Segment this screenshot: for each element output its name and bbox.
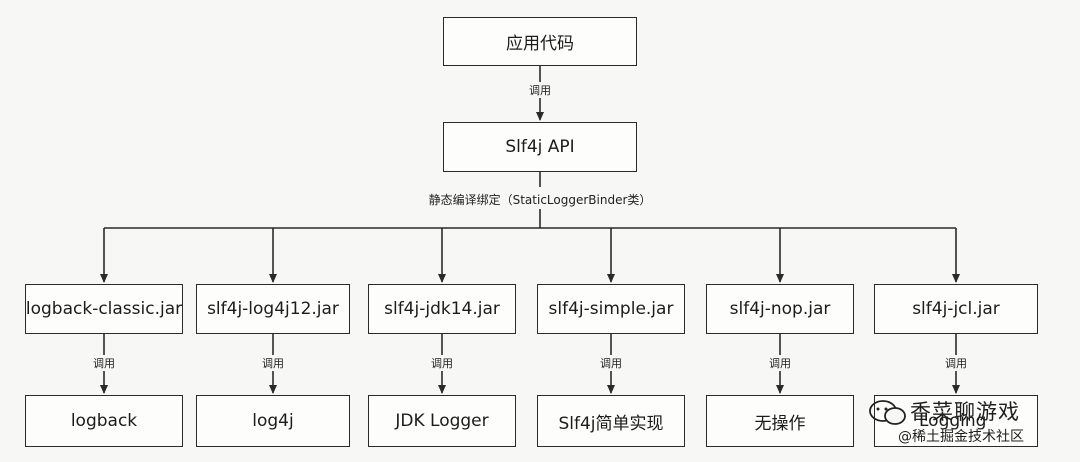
adapter-box-logback-classic: logback-classic.jar — [25, 284, 183, 334]
adapter-box-slf4j-jdk14: slf4j-jdk14.jar — [368, 284, 516, 334]
app-code-box: 应用代码 — [443, 17, 637, 66]
watermark-subtitle: @稀土掘金技术社区 — [898, 429, 1024, 445]
impl-box-nop: 无操作 — [706, 395, 854, 447]
call-label-5: 调用 — [769, 355, 791, 371]
impl-box-log4j: log4j — [196, 395, 350, 447]
call-label-1: 调用 — [93, 355, 115, 371]
watermark: 香菜聊游戏 @稀土掘金技术社区 — [868, 396, 1080, 458]
impl-box-slf4j-simple: Slf4j简单实现 — [537, 395, 685, 447]
call-label-top: 调用 — [529, 82, 551, 98]
adapter-box-slf4j-log4j12: slf4j-log4j12.jar — [196, 284, 350, 334]
impl-box-jdk-logger: JDK Logger — [368, 395, 516, 447]
slf4j-api-box: Slf4j API — [443, 122, 637, 172]
adapter-box-slf4j-simple: slf4j-simple.jar — [537, 284, 685, 334]
call-label-6: 调用 — [945, 355, 967, 371]
watermark-title: 香菜聊游戏 — [910, 400, 1020, 424]
call-label-2: 调用 — [262, 355, 284, 371]
impl-box-logback: logback — [25, 395, 183, 447]
static-binding-label: 静态编译绑定（StaticLoggerBinder类） — [428, 193, 652, 207]
call-label-4: 调用 — [600, 355, 622, 371]
chat-bubble-icon — [869, 400, 906, 425]
call-label-3: 调用 — [431, 355, 453, 371]
adapter-box-slf4j-nop: slf4j-nop.jar — [706, 284, 854, 334]
adapter-box-slf4j-jcl: slf4j-jcl.jar — [874, 284, 1038, 334]
